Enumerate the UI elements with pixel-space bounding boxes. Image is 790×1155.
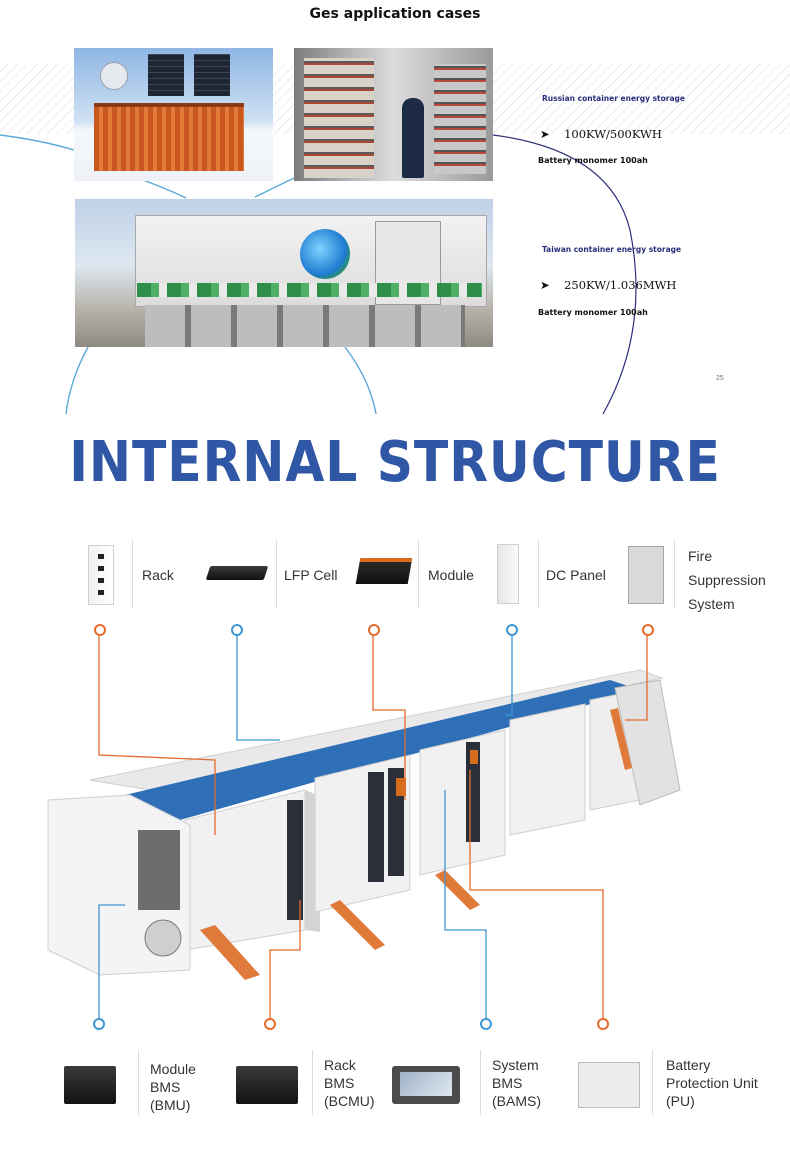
battery-rack-right	[434, 64, 486, 174]
taiwan-monomer: Battery monomer 100ah	[538, 308, 648, 317]
hvac-fan	[144, 919, 182, 957]
callout-dot	[231, 624, 243, 636]
technician	[402, 98, 424, 178]
divider	[480, 1050, 481, 1115]
divider	[276, 540, 277, 608]
container-cutaway-illustration	[47, 632, 681, 1018]
top-components-row: Rack LFP Cell Module DC Panel Fire Suppr…	[0, 540, 790, 615]
taiwan-spec-row: ➤ 250KW/1.036MWH	[540, 276, 676, 294]
callout-dot	[368, 624, 380, 636]
cases-title: Ges application cases	[309, 6, 481, 22]
globe-logo	[300, 229, 350, 279]
system-bms-thumbnail	[392, 1066, 460, 1104]
lfp-cell-thumbnail	[205, 566, 269, 580]
label-system-bms: System BMS (BAMS)	[492, 1057, 541, 1109]
taiwan-spec: 250KW/1.036MWH	[564, 278, 677, 292]
label-module-bms: Module BMS (BMU)	[150, 1061, 196, 1113]
container-interior-photo	[294, 48, 493, 181]
rack-thumbnail	[88, 545, 114, 605]
hvac-grille	[138, 830, 180, 910]
callout-dot	[94, 624, 106, 636]
taiwan-case-title: Taiwan container energy storage	[542, 245, 682, 254]
callout-dot	[480, 1018, 492, 1030]
module-thumbnail	[355, 558, 413, 584]
label-rack: Rack	[142, 567, 174, 583]
callout-dot	[506, 624, 518, 636]
callout-dot	[264, 1018, 276, 1030]
orange-container	[94, 103, 244, 171]
russia-monomer: Battery monomer 100ah	[538, 156, 648, 165]
label-dc-panel: DC Panel	[546, 567, 606, 583]
callout-dot	[93, 1018, 105, 1030]
russia-spec: 100KW/500KWH	[564, 127, 662, 141]
divider	[418, 540, 419, 608]
divider	[312, 1050, 313, 1115]
divider	[138, 1050, 139, 1115]
satellite-dish	[100, 62, 128, 90]
green-stripe	[137, 283, 482, 297]
bullet-arrow-icon: ➤	[540, 127, 550, 141]
concrete-base	[145, 305, 465, 347]
protection-unit-thumbnail	[578, 1062, 640, 1108]
fire-suppression-thumbnail	[628, 546, 664, 604]
bottom-components-row: Module BMS (BMU) Rack BMS (BCMU) System …	[0, 1050, 790, 1120]
callout-dot	[597, 1018, 609, 1030]
label-rack-bms: Rack BMS (BCMU)	[324, 1057, 375, 1109]
label-lfp-cell: LFP Cell	[284, 567, 338, 583]
dc-panel-thumbnail	[497, 544, 519, 604]
rack-bms-thumbnail	[236, 1066, 298, 1104]
solar-panel	[148, 54, 184, 96]
bullet-arrow-icon: ➤	[540, 278, 550, 292]
divider	[132, 540, 133, 608]
internal-structure-headline: INTERNAL STRUCTURE	[69, 430, 721, 495]
russia-case-title: Russian container energy storage	[542, 94, 686, 103]
divider	[674, 540, 675, 608]
russia-spec-row: ➤ 100KW/500KWH	[540, 125, 662, 143]
module-bms-thumbnail	[64, 1066, 116, 1104]
page-number: 25	[716, 375, 724, 382]
label-fire-suppression: Fire Suppression System	[688, 548, 766, 612]
solar-panel	[194, 54, 230, 96]
divider	[538, 540, 539, 608]
divider	[652, 1050, 653, 1115]
label-module: Module	[428, 567, 474, 583]
label-protection-unit: Battery Protection Unit (PU)	[666, 1057, 758, 1109]
callout-dot	[642, 624, 654, 636]
russia-container-photo	[74, 48, 273, 181]
taiwan-container-photo	[75, 199, 493, 347]
battery-rack-left	[304, 58, 374, 178]
decorative-arcs	[0, 134, 637, 415]
